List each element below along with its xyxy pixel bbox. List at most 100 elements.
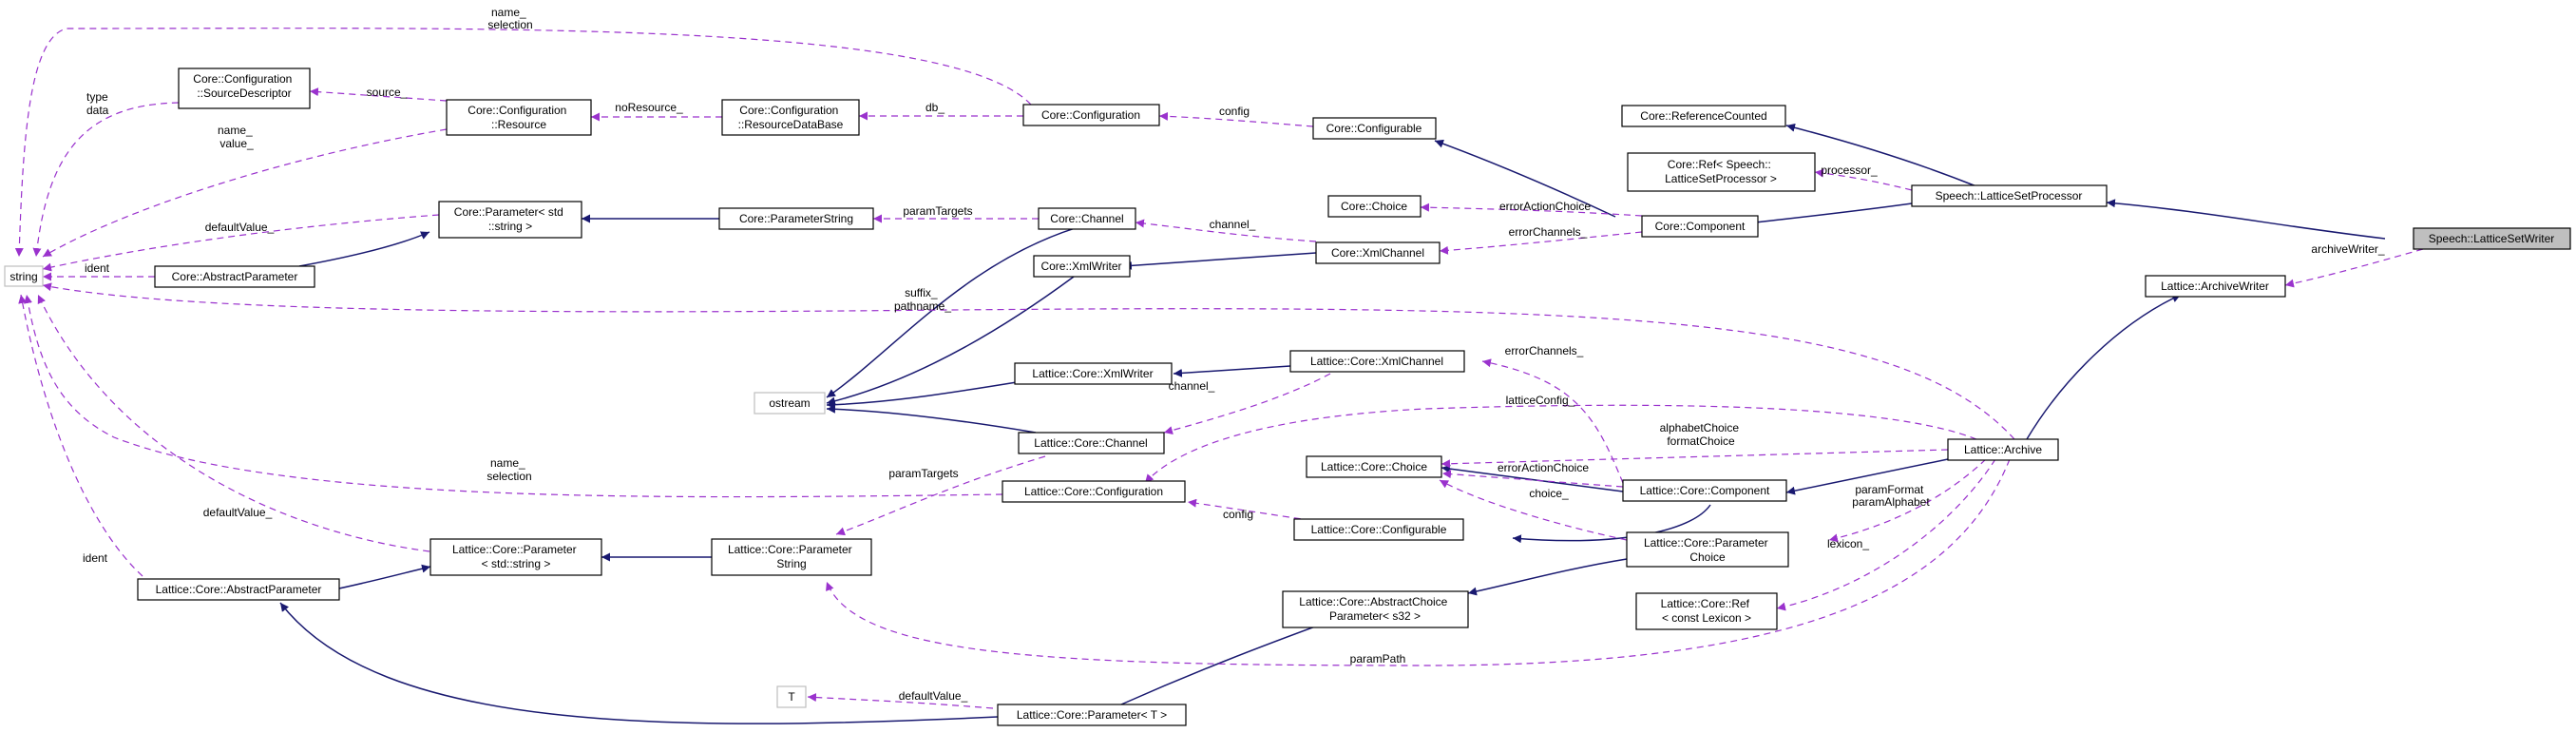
node-ostream[interactable]: ostream	[754, 392, 826, 415]
node-core-configuration-resource[interactable]: Core::Configuration ::Resource	[446, 99, 592, 136]
lbl-processor: processor_	[1821, 164, 1878, 177]
svg-text:Lattice::Core::XmlChannel: Lattice::Core::XmlChannel	[1310, 355, 1443, 368]
svg-text:Lattice::Archive: Lattice::Archive	[1964, 443, 2042, 456]
edge-component-erroraction-choice	[1420, 203, 1643, 217]
svg-text:Lattice::Core::Ref < c: Lattice::Core::Ref < const Lexicon >	[1661, 597, 1753, 625]
node-core-configuration[interactable]: Core::Configuration	[1022, 104, 1160, 126]
node-lattice-core-channel[interactable]: Lattice::Core::Channel	[1018, 432, 1165, 454]
lbl-lexicon: lexicon_	[1827, 537, 1869, 550]
svg-text:Core::XmlChannel: Core::XmlChannel	[1331, 246, 1424, 260]
node-string[interactable]: string	[4, 265, 44, 287]
svg-text:Core::Component: Core::Component	[1655, 220, 1746, 233]
edge-lsp-to-refcounted	[1785, 123, 1977, 187]
svg-text:Lattice::ArchiveWriter: Lattice::ArchiveWriter	[2161, 280, 2269, 293]
nodes: string Core::Configuration ::SourceDescr…	[4, 68, 2571, 726]
svg-text:Core::Configurable: Core::Configurable	[1326, 122, 1422, 135]
node-lattice-archivewriter[interactable]: Lattice::ArchiveWriter	[2145, 275, 2286, 298]
lbl-errorActionChoice-lc: errorActionChoice	[1498, 461, 1589, 474]
edge-lcchannel-paramtargets-lcparamstring	[835, 455, 1046, 536]
svg-text:Lattice::Core::Parameter: Lattice::Core::Parameter Choice	[1644, 536, 1771, 564]
node-core-xmlchannel[interactable]: Core::XmlChannel	[1315, 241, 1441, 264]
lbl-suffix-pathname: suffix_ pathname_	[894, 286, 951, 313]
node-lattice-core-component[interactable]: Lattice::Core::Component	[1622, 479, 1787, 502]
svg-text:Lattice::Core::AbstractChoice: Lattice::Core::AbstractChoice Parameter<…	[1299, 595, 1450, 623]
edge-lcxmlchannel-to-lcxmlwriter	[1173, 365, 1291, 377]
node-lattice-core-configurable[interactable]: Lattice::Core::Configurable	[1293, 518, 1464, 541]
node-speech-latticesetprocessor[interactable]: Speech::LatticeSetProcessor	[1911, 184, 2108, 207]
svg-text:Core::Configuration: Core::Configuration	[1041, 108, 1140, 122]
svg-text:Lattice::Core::Component: Lattice::Core::Component	[1640, 484, 1770, 497]
svg-text:Lattice::Core::Configuration: Lattice::Core::Configuration	[1024, 485, 1163, 498]
node-lattice-core-parameterchoice[interactable]: Lattice::Core::Parameter Choice	[1626, 531, 1789, 568]
lbl-errorActionChoice-core: errorActionChoice	[1499, 200, 1591, 213]
lbl-name-selection-top: name_ selection	[487, 6, 532, 31]
edge-channel-to-ostream	[826, 223, 1089, 398]
node-lattice-core-abstractchoiceparameter[interactable]: Lattice::Core::AbstractChoice Parameter<…	[1282, 590, 1469, 628]
lbl-errorChannels-lc: errorChannels_	[1505, 344, 1584, 357]
edge-lsw-to-lsp	[2106, 199, 2386, 240]
node-core-abstractparameter[interactable]: Core::AbstractParameter	[154, 265, 315, 288]
lbl-alphabet-format: alphabetChoice formatChoice	[1660, 421, 1743, 448]
node-core-xmlwriter[interactable]: Core::XmlWriter	[1033, 255, 1131, 278]
node-core-referencecounted[interactable]: Core::ReferenceCounted	[1621, 105, 1786, 127]
node-lattice-core-ref-lexicon[interactable]: Lattice::Core::Ref < const Lexicon >	[1635, 592, 1778, 630]
node-lattice-core-parameter-std-string[interactable]: Lattice::Core::Parameter < std::string >	[429, 538, 602, 576]
lbl-name-selection-lc: name_ selection	[487, 456, 531, 483]
edge-lcparamT-to-lcabstractparam	[279, 602, 999, 724]
lbl-source: source_	[367, 86, 408, 99]
node-core-choice[interactable]: Core::Choice	[1327, 195, 1422, 218]
edge-lccomponent-to-lcchoice	[1441, 464, 1624, 492]
edge-component-to-configurable	[1434, 139, 1616, 218]
node-core-parameterstring[interactable]: Core::ParameterString	[718, 207, 874, 230]
edge-component-errorchannels-xmlchannel	[1439, 231, 1643, 255]
svg-text:Speech::LatticeSetWriter: Speech::LatticeSetWriter	[2429, 232, 2555, 245]
edge-xmlchannel-channel-channel	[1135, 219, 1317, 242]
lbl-paramTargets-lc: paramTargets	[888, 467, 958, 480]
svg-text:Lattice::Core::Parameter: Lattice::Core::Parameter < std::string >	[452, 543, 580, 570]
node-speech-latticesetwriter[interactable]: Speech::LatticeSetWriter	[2413, 227, 2571, 250]
edge-labels: name_ selection type data source_ name_ …	[83, 6, 2385, 703]
lbl-db: db_	[925, 101, 945, 114]
node-lattice-core-choice[interactable]: Lattice::Core::Choice	[1306, 455, 1442, 478]
node-lattice-core-configuration[interactable]: Lattice::Core::Configuration	[1002, 480, 1186, 503]
edge-xmlchannel-to-xmlwriter	[1122, 252, 1317, 270]
node-core-ref-latticesetprocessor[interactable]: Core::Ref< Speech:: LatticeSetProcessor …	[1627, 152, 1816, 192]
node-lattice-core-abstractparameter[interactable]: Lattice::Core::AbstractParameter	[137, 578, 340, 601]
svg-text:Speech::LatticeSetProcessor: Speech::LatticeSetProcessor	[1936, 189, 2083, 203]
svg-text:Lattice::Core::Channel: Lattice::Core::Channel	[1034, 436, 1147, 450]
edge-lcparamchoice-choice-lcchoice	[1439, 479, 1628, 541]
node-core-channel[interactable]: Core::Channel	[1038, 207, 1136, 230]
node-core-configuration-sourcedescriptor[interactable]: Core::Configuration ::SourceDescriptor	[178, 68, 311, 109]
node-core-parameter-std-string[interactable]: Core::Parameter< std ::string >	[438, 201, 582, 239]
node-core-configurable[interactable]: Core::Configurable	[1312, 117, 1437, 140]
lbl-noResource: noResource_	[615, 101, 683, 114]
node-lattice-core-xmlwriter[interactable]: Lattice::Core::XmlWriter	[1014, 362, 1173, 385]
node-core-configuration-resourcedatabase[interactable]: Core::Configuration ::ResourceDataBase	[721, 99, 860, 136]
edge-lsp-to-component	[1738, 203, 1913, 228]
lbl-config-core: config	[1219, 105, 1250, 118]
svg-text:Core::Channel: Core::Channel	[1050, 212, 1123, 225]
node-core-component[interactable]: Core::Component	[1641, 215, 1759, 238]
edge-resource-source-srcdescriptor	[309, 87, 448, 102]
node-lattice-core-parameter-T[interactable]: Lattice::Core::Parameter< T >	[997, 704, 1187, 726]
node-lattice-core-parameterstring[interactable]: Lattice::Core::Parameter String	[711, 538, 872, 576]
node-T[interactable]: T	[776, 685, 807, 708]
node-lattice-core-xmlchannel[interactable]: Lattice::Core::XmlChannel	[1289, 350, 1465, 373]
edge-resource-namevalue-string	[42, 128, 448, 258]
svg-text:Core::Configuration ::: Core::Configuration ::SourceDescriptor	[193, 72, 295, 100]
edge-archive-parampath-lcparamstring	[826, 458, 2011, 666]
edge-lcabstractparam-to-lcparamstd	[334, 564, 431, 590]
svg-text:Core::AbstractParameter: Core::AbstractParameter	[172, 270, 298, 283]
edge-archive-choices-lcchoice	[1441, 449, 1949, 469]
edge-archive-to-lccomponent	[1785, 458, 1949, 495]
lbl-paramPath: paramPath	[1350, 652, 1406, 665]
edge-lcabstractparam-ident-string	[18, 294, 143, 577]
lbl-archiveWriter: archiveWriter_	[2311, 242, 2384, 256]
svg-text:ostream: ostream	[769, 396, 810, 410]
edge-abstractparam-to-paramstd	[298, 231, 430, 267]
svg-text:Core::ReferenceCounted: Core::ReferenceCounted	[1640, 109, 1766, 123]
node-lattice-archive[interactable]: Lattice::Archive	[1947, 438, 2059, 461]
svg-text:string: string	[10, 270, 37, 283]
svg-text:Lattice::Core::AbstractParamet: Lattice::Core::AbstractParameter	[156, 583, 322, 596]
svg-text:Core::Parameter< std :: Core::Parameter< std ::string >	[454, 205, 566, 233]
